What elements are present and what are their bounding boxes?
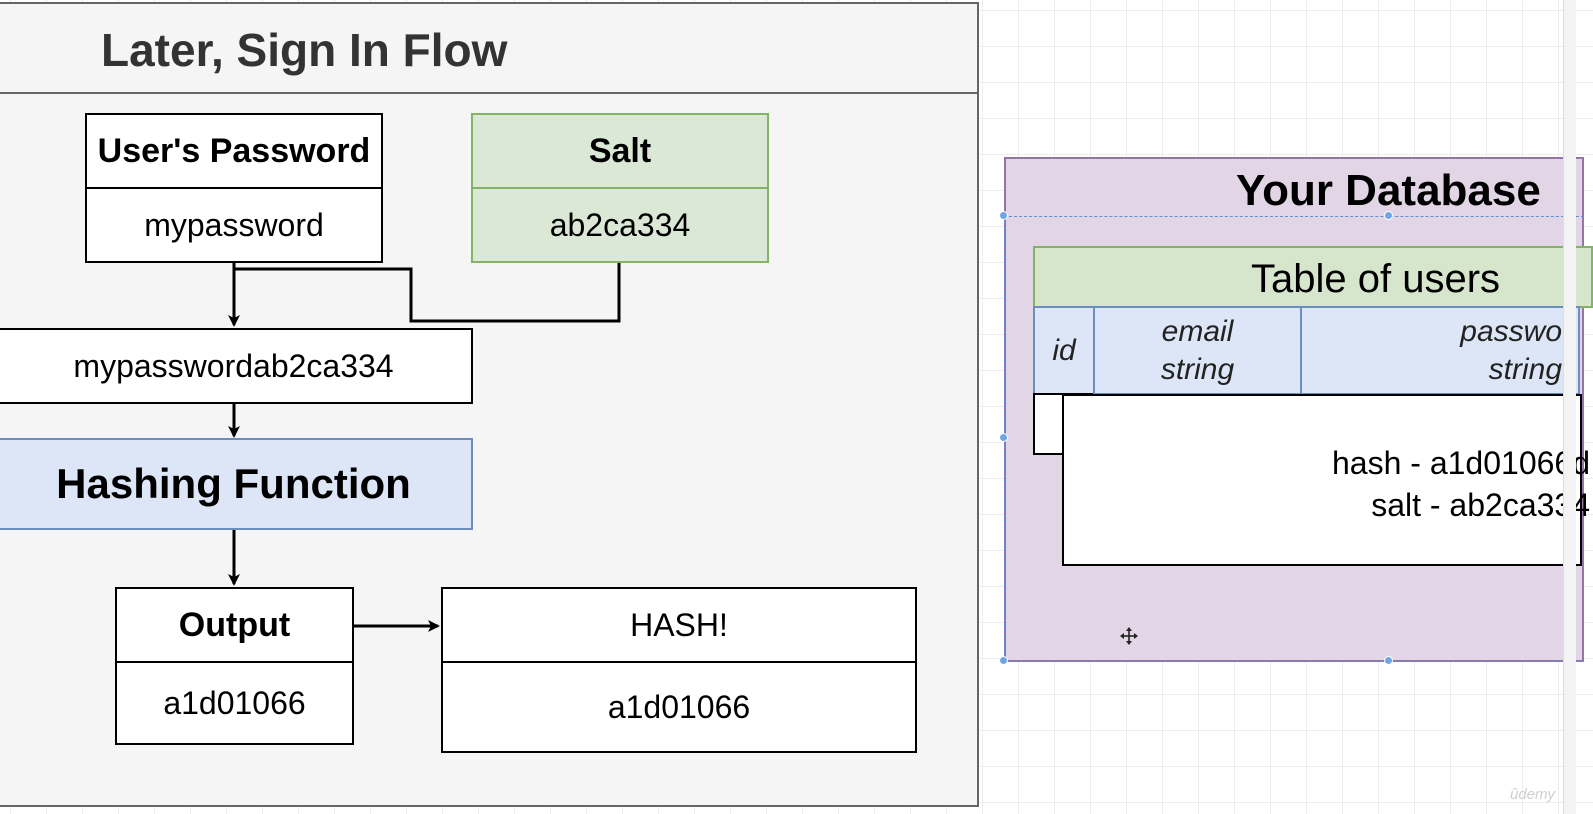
column-password[interactable]: passwo string: [1300, 306, 1580, 395]
tooltip-hash-line: hash - a1d01066d: [1332, 445, 1590, 481]
column-email-type: string: [1160, 352, 1235, 386]
column-password-type: string: [1488, 352, 1562, 386]
stored-hash-header[interactable]: HASH!: [441, 587, 917, 663]
tooltip-text: hash - a1d01066d salt - ab2ca334: [1332, 442, 1590, 526]
column-id-name: id: [1052, 333, 1076, 367]
column-password-name: passwo: [1460, 314, 1562, 348]
combined-password-salt[interactable]: mypasswordab2ca334: [0, 328, 473, 404]
column-email-name: email: [1161, 314, 1234, 348]
resize-handle-bottom-left[interactable]: [999, 656, 1008, 665]
users-table-title[interactable]: Table of users: [1033, 246, 1593, 308]
resize-handle-top[interactable]: [1384, 211, 1393, 220]
flow-title: Later, Sign In Flow: [101, 24, 508, 76]
tooltip-salt-line: salt - ab2ca334: [1371, 487, 1590, 523]
flow-panel-header: [0, 2, 979, 94]
resize-handle-bottom[interactable]: [1384, 656, 1393, 665]
hash-salt-tooltip: hash - a1d01066d salt - ab2ca334: [1062, 394, 1590, 566]
hashing-function-box[interactable]: Hashing Function: [0, 438, 473, 530]
column-id[interactable]: id: [1033, 306, 1095, 395]
canvas-right-edge: [1563, 0, 1576, 814]
output-value[interactable]: a1d01066: [115, 661, 354, 745]
column-email[interactable]: email string: [1093, 306, 1302, 395]
move-icon[interactable]: [1120, 627, 1138, 645]
salt-value[interactable]: ab2ca334: [471, 187, 769, 263]
salt-header[interactable]: Salt: [471, 113, 769, 189]
resize-handle-left[interactable]: [999, 433, 1008, 442]
users-password-header[interactable]: User's Password: [85, 113, 383, 189]
database-title: Your Database: [1236, 166, 1541, 215]
output-header[interactable]: Output: [115, 587, 354, 663]
watermark-logo: ûdemy: [1510, 786, 1556, 803]
stored-hash-value[interactable]: a1d01066: [441, 661, 917, 753]
users-password-value[interactable]: mypassword: [85, 187, 383, 263]
resize-handle-top-left[interactable]: [999, 211, 1008, 220]
